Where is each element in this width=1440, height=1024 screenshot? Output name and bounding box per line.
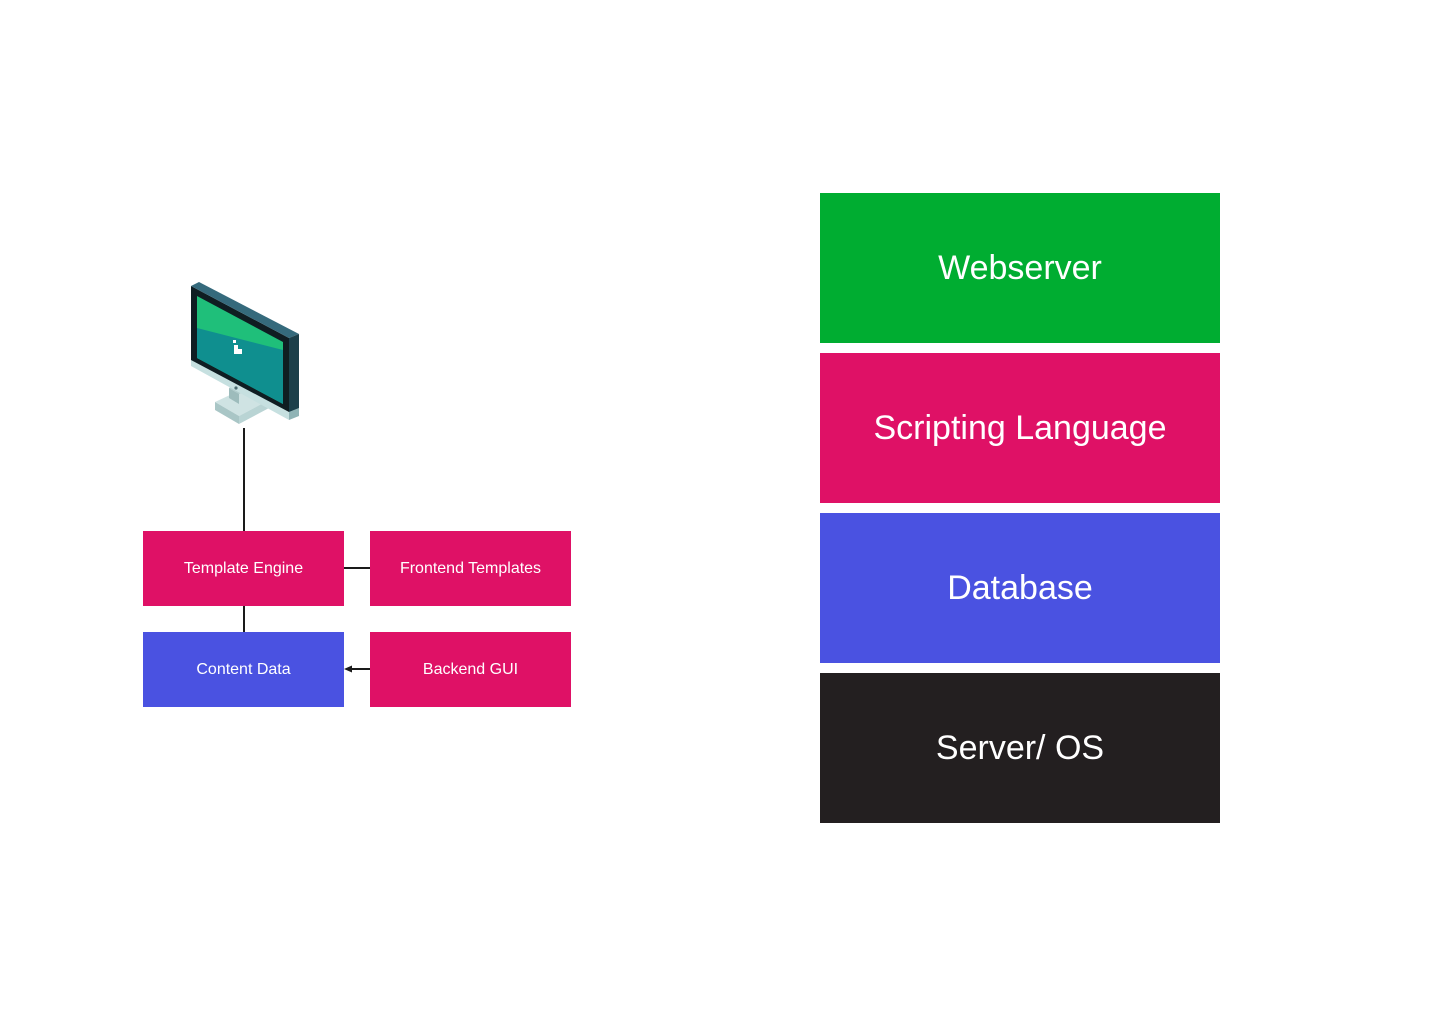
backend-gui-label: Backend GUI [422, 660, 519, 678]
stack-layer-scripting-language: Scripting Language [820, 353, 1220, 503]
arrow-left-icon [344, 665, 352, 673]
backend-to-content-line [350, 668, 370, 670]
content-data-label: Content Data [196, 660, 291, 678]
frontend-templates-box: Frontend Templates [370, 531, 571, 606]
stack-layer-label: Scripting Language [873, 408, 1167, 447]
desktop-monitor-icon [191, 282, 299, 424]
stack-layer-label: Database [947, 568, 1093, 607]
template-engine-to-frontend-line [344, 567, 370, 569]
stack-layer-label: Webserver [938, 248, 1102, 287]
monitor-to-template-engine-line [243, 428, 245, 531]
content-data-box: Content Data [143, 632, 344, 707]
stack-layer-label: Server/ OS [935, 728, 1105, 767]
frontend-templates-label: Frontend Templates [399, 559, 542, 577]
template-engine-to-content-line [243, 606, 245, 632]
stack-layer-webserver: Webserver [820, 193, 1220, 343]
stack-layer-database: Database [820, 513, 1220, 663]
template-engine-box: Template Engine [143, 531, 344, 606]
stack-layer-server-os: Server/ OS [820, 673, 1220, 823]
template-engine-label: Template Engine [183, 559, 304, 577]
backend-gui-box: Backend GUI [370, 632, 571, 707]
